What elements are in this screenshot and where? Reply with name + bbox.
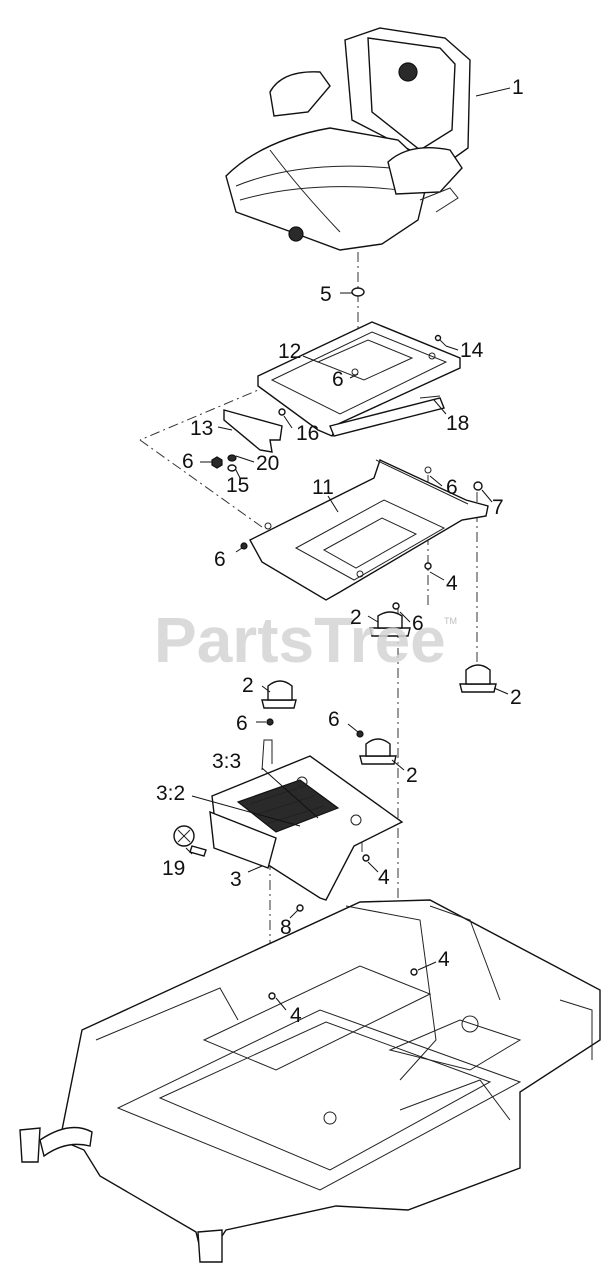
bolt-part-14[interactable] bbox=[434, 334, 447, 347]
callout-4-frame-right: 4 bbox=[438, 948, 450, 971]
callout-6-left: 6 bbox=[182, 450, 194, 473]
pin-part-18[interactable] bbox=[419, 395, 441, 399]
callout-19: 19 bbox=[162, 857, 185, 880]
nut-part-6-left[interactable] bbox=[211, 456, 223, 469]
callout-5: 5 bbox=[320, 283, 332, 306]
spacer-part-20[interactable] bbox=[227, 454, 237, 462]
isolator-part-2-a[interactable] bbox=[369, 602, 411, 637]
seat-assembly[interactable] bbox=[225, 27, 471, 251]
callout-6-plate-left: 6 bbox=[214, 548, 226, 571]
callout-6-isolator: 6 bbox=[412, 612, 424, 635]
leader-lines bbox=[185, 87, 511, 1011]
watermark: PartsTree TM bbox=[154, 604, 457, 676]
bolt-part-15[interactable] bbox=[227, 464, 237, 472]
callout-8: 8 bbox=[280, 916, 292, 939]
isolator-part-2-d[interactable] bbox=[359, 738, 397, 765]
bolt-part-4-hardware[interactable] bbox=[268, 562, 432, 1000]
callout-3: 3 bbox=[230, 868, 242, 891]
callout-4-frame-left: 4 bbox=[290, 1004, 302, 1027]
callout-labels: 1 5 12 14 6 13 16 18 6 20 15 11 6 7 6 4 … bbox=[156, 76, 524, 1027]
svg-text:PartsTree: PartsTree bbox=[154, 604, 446, 676]
callout-6-plate-right: 6 bbox=[446, 476, 458, 499]
bracket-part-13[interactable] bbox=[223, 408, 286, 453]
callout-20: 20 bbox=[256, 452, 279, 475]
callout-18: 18 bbox=[446, 412, 469, 435]
callout-6-upper: 6 bbox=[332, 368, 344, 391]
isolator-part-2-c[interactable] bbox=[261, 680, 297, 709]
callout-7: 7 bbox=[492, 496, 504, 519]
isolator-part-2-b[interactable] bbox=[459, 664, 497, 693]
callout-11: 11 bbox=[312, 476, 334, 499]
callout-13: 13 bbox=[190, 417, 213, 440]
callout-4-platform: 4 bbox=[378, 866, 390, 889]
screw-part-8[interactable] bbox=[296, 904, 304, 912]
callout-3-2: 3:2 bbox=[156, 782, 185, 805]
washer-part-5[interactable] bbox=[351, 287, 365, 297]
callout-3-3: 3:3 bbox=[212, 750, 241, 773]
callout-14: 14 bbox=[460, 339, 484, 362]
platform-plate-part-3[interactable] bbox=[209, 739, 404, 901]
nut-part-6-isolators[interactable] bbox=[266, 718, 364, 738]
callout-6-isolator-left: 6 bbox=[236, 712, 248, 735]
callout-2-b: 2 bbox=[510, 686, 522, 709]
mower-frame[interactable] bbox=[19, 899, 601, 1263]
callout-2-a: 2 bbox=[350, 606, 362, 629]
key-switch-part-19[interactable] bbox=[173, 825, 207, 857]
svg-text:TM: TM bbox=[444, 616, 457, 626]
callout-2-c: 2 bbox=[242, 674, 254, 697]
callout-12: 12 bbox=[278, 340, 301, 363]
callout-4-plate: 4 bbox=[446, 572, 458, 595]
callout-16: 16 bbox=[296, 422, 319, 445]
seat-mount-plate-part-11[interactable] bbox=[249, 459, 489, 601]
nut-part-6-plate[interactable] bbox=[240, 542, 248, 550]
callout-6-isolator-right: 6 bbox=[328, 708, 340, 731]
callout-1: 1 bbox=[512, 76, 524, 99]
bolt-part-7[interactable] bbox=[473, 481, 483, 491]
callout-2-d: 2 bbox=[406, 764, 418, 787]
callout-15: 15 bbox=[226, 474, 249, 497]
